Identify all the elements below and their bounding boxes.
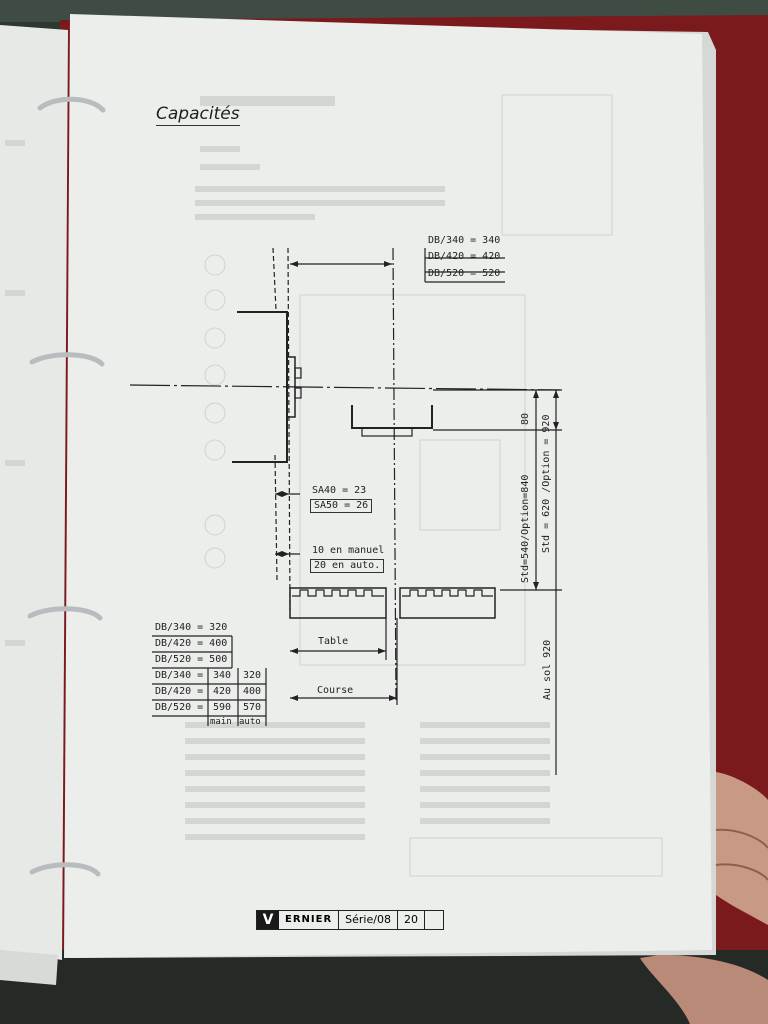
std620-label: Std = 620 /Option = 920 — [541, 414, 552, 553]
manuel-label: 10 en manuel — [312, 545, 385, 556]
drawing-lines — [129, 247, 562, 775]
course-row-label: DB/520 = — [155, 702, 204, 713]
footer-blank-cell — [425, 911, 443, 929]
course-label: Course — [317, 685, 354, 696]
brand-name: ERNIER — [279, 911, 340, 929]
course-row-main: 590 — [213, 702, 232, 713]
dim-80-label: 80 — [520, 412, 531, 425]
course-row-auto: 320 — [243, 670, 262, 681]
col-main-header: main — [210, 717, 232, 727]
sa40-label: SA40 = 23 — [312, 485, 367, 496]
std540-label: Std=540/Option=840 — [520, 474, 531, 583]
course-row-auto: 400 — [243, 686, 262, 697]
course-row-label: DB/420 = — [155, 686, 204, 697]
page-title: Capacités — [156, 104, 240, 126]
course-row-main: 340 — [213, 670, 232, 681]
page-number: 20 — [398, 911, 425, 929]
db-dim-420: DB/420 = 420 — [428, 251, 501, 262]
db-dim-340: DB/340 = 340 — [428, 235, 501, 246]
binder-rings — [27, 96, 106, 877]
sa50-label: SA50 = 26 — [310, 499, 373, 513]
auto-label: 20 en auto. — [310, 559, 385, 573]
serie-label: Série/08 — [339, 911, 398, 929]
footer-brand-strip: V ERNIER Série/08 20 — [256, 910, 444, 930]
course-row-main: 420 — [213, 686, 232, 697]
vernier-logo: V — [257, 911, 279, 929]
col-auto-header: auto — [239, 717, 261, 727]
dimension-arrows — [275, 261, 559, 701]
au-sol-label: Au sol 920 — [542, 639, 553, 700]
db-dim-520: DB/520 = 520 — [428, 268, 501, 279]
course-row-label: DB/340 = — [155, 670, 204, 681]
table-row-340: DB/340 = 320 — [155, 622, 228, 633]
table-row-520: DB/520 = 500 — [155, 654, 228, 665]
table-label: Table — [318, 636, 349, 647]
course-row-auto: 570 — [243, 702, 262, 713]
table-row-420: DB/420 = 400 — [155, 638, 228, 649]
